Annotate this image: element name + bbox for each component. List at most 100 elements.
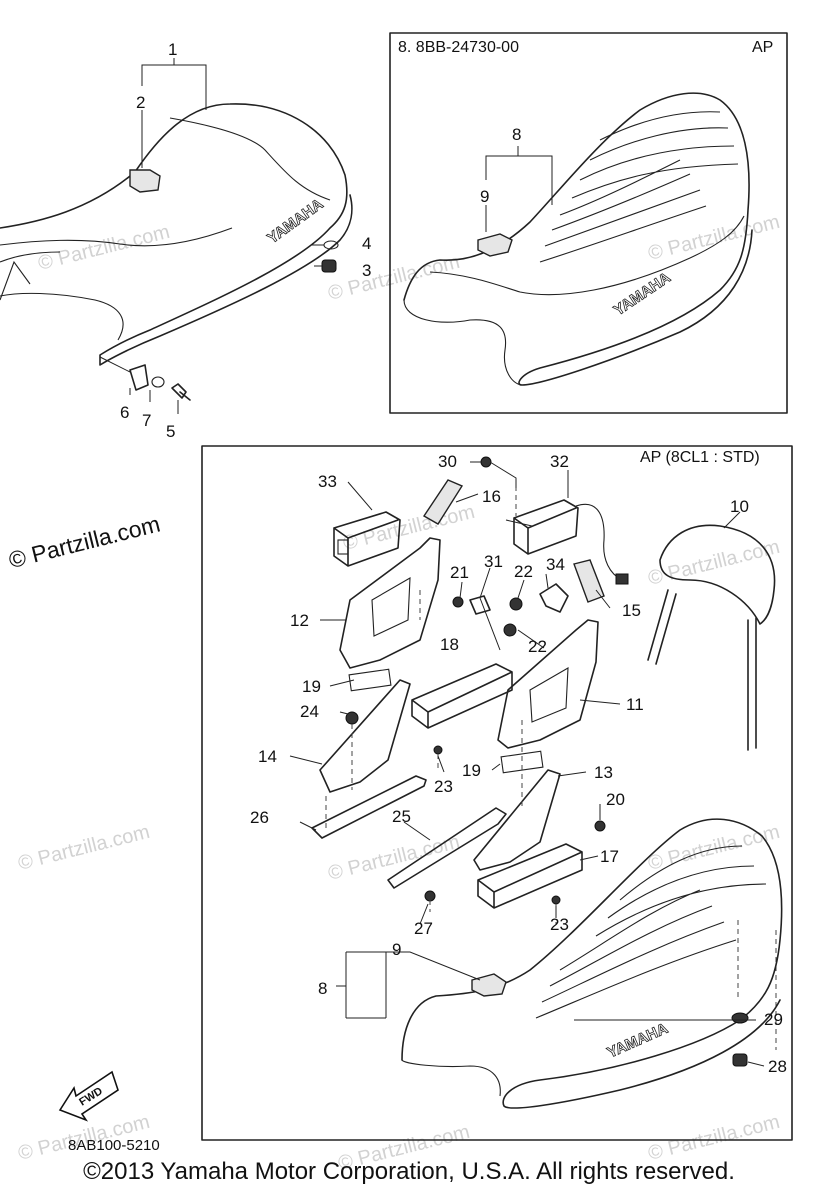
seat-bracket-icon: [129, 364, 149, 391]
grip-left: [423, 479, 464, 525]
rubber-pad-right: [500, 750, 544, 774]
inset-region: AP: [752, 39, 773, 56]
wire-connector: [615, 573, 629, 585]
bolt-27-icon: [424, 890, 436, 902]
inset-backrest-ribs: [539, 111, 739, 263]
callout-1: 1: [168, 40, 177, 59]
callout-29: 29: [764, 1010, 783, 1029]
callout-24: 24: [300, 702, 319, 721]
callout-18: 18: [440, 635, 459, 654]
seat-front-edge: [0, 260, 31, 301]
callout-22a: 22: [514, 562, 533, 581]
bridge-upper: [411, 663, 513, 729]
backrest-stay: [647, 589, 757, 751]
seat-pan-edge: [0, 292, 124, 341]
light-unit-right: [513, 499, 579, 555]
callout-2: 2: [136, 93, 145, 112]
side-plate-left: [339, 537, 441, 669]
rubber-pad-left: [348, 668, 392, 692]
bolt-20-icon: [594, 820, 606, 832]
callout-17: 17: [600, 847, 619, 866]
seat-rear-seam: [169, 117, 331, 201]
callout-21: 21: [450, 563, 469, 582]
callout-16: 16: [482, 487, 501, 506]
watermark: © Partzilla.com: [646, 821, 782, 875]
callout-19b: 19: [462, 761, 481, 780]
callout-34: 34: [546, 555, 565, 574]
lower-seat-outline: [401, 818, 783, 1109]
callout-20: 20: [606, 790, 625, 809]
callout-14: 14: [258, 747, 277, 766]
bottom-leader-lines: [289, 461, 765, 1067]
watermark: © Partzilla.com: [341, 501, 477, 555]
callout-3: 3: [362, 261, 371, 280]
callout-33: 33: [318, 472, 337, 491]
callout-11: 11: [626, 695, 644, 714]
screw-23b-icon: [551, 895, 561, 905]
bracket-34-icon: [539, 583, 569, 613]
seat-side-seam: [0, 251, 61, 263]
inset-seat-pan: [403, 299, 523, 386]
inset-leader-lines: [485, 146, 553, 232]
drawing-number: 8AB100-5210: [68, 1137, 160, 1154]
callout-30: 30: [438, 452, 457, 471]
lower-seat-pan: [401, 1059, 501, 1097]
inset-seat-seam: [429, 215, 745, 296]
washer-icon: [151, 376, 165, 388]
bolt-22a-icon: [509, 597, 523, 611]
callout-28: 28: [768, 1057, 787, 1076]
callout-22b: 22: [528, 637, 547, 656]
side-plate-left-window: [371, 577, 411, 637]
callout-8-inset: 8: [512, 125, 521, 144]
grommet-28-icon: [732, 1053, 748, 1067]
grip-right: [573, 559, 605, 603]
lower-grab-strap-icon: [471, 973, 507, 997]
light-unit-left: [333, 511, 401, 567]
bolt-30-route: [489, 461, 517, 488]
callout-8-bracket: [336, 952, 347, 1016]
side-plate-right: [497, 619, 599, 749]
callout-27: 27: [414, 919, 433, 938]
light-wire: [575, 503, 623, 581]
main-seat-assembly: YAMAHA 1 2 4 3 6 7 5: [0, 40, 371, 441]
damper-29-icon: [731, 1012, 749, 1024]
callout-32: 32: [550, 452, 569, 471]
callout-23a: 23: [434, 777, 453, 796]
callout-6: 6: [120, 403, 129, 422]
copyright-notice: ©2013 Yamaha Motor Corporation, U.S.A. A…: [83, 1158, 735, 1185]
watermark: © Partzilla.com: [646, 1111, 782, 1165]
backrest-pad: [659, 524, 776, 625]
mount-bracket-left: [319, 679, 411, 793]
watermark: © Partzilla.com: [16, 821, 152, 875]
bolt-30-icon: [480, 456, 492, 468]
seat-outline: [0, 103, 353, 366]
bolt-22b-icon: [503, 623, 517, 637]
callout-25: 25: [392, 807, 411, 826]
grab-strap-icon: [129, 169, 161, 193]
seat-cushion-seam: [0, 227, 233, 247]
screw-23a-icon: [433, 745, 443, 755]
bridge-lower: [477, 843, 583, 909]
lower-seat-ribs: [535, 845, 767, 1019]
callout-4: 4: [362, 234, 371, 253]
fwd-arrow-icon: FWD: [58, 1070, 119, 1122]
side-plate-right-window: [529, 667, 569, 723]
inset-seat-outline: [403, 92, 753, 386]
rail-right: [387, 807, 507, 889]
inset-bottom-region: AP (8CL1 : STD): [640, 449, 760, 466]
callout-12: 12: [290, 611, 309, 630]
bolt-21-icon: [452, 596, 464, 608]
inset-frame: [389, 32, 788, 414]
callout-26: 26: [250, 808, 269, 827]
watermark: © Partzilla.com: [36, 221, 172, 275]
callout-7: 7: [142, 411, 151, 430]
rail-left: [311, 775, 427, 839]
clamp-31-icon: [469, 595, 491, 615]
callout-9: 9: [392, 940, 401, 959]
callout-13: 13: [594, 763, 613, 782]
mount-bracket-right: [473, 769, 561, 871]
callout-5: 5: [166, 422, 175, 441]
bolt-icon: [171, 383, 191, 401]
callout-23b: 23: [550, 915, 569, 934]
